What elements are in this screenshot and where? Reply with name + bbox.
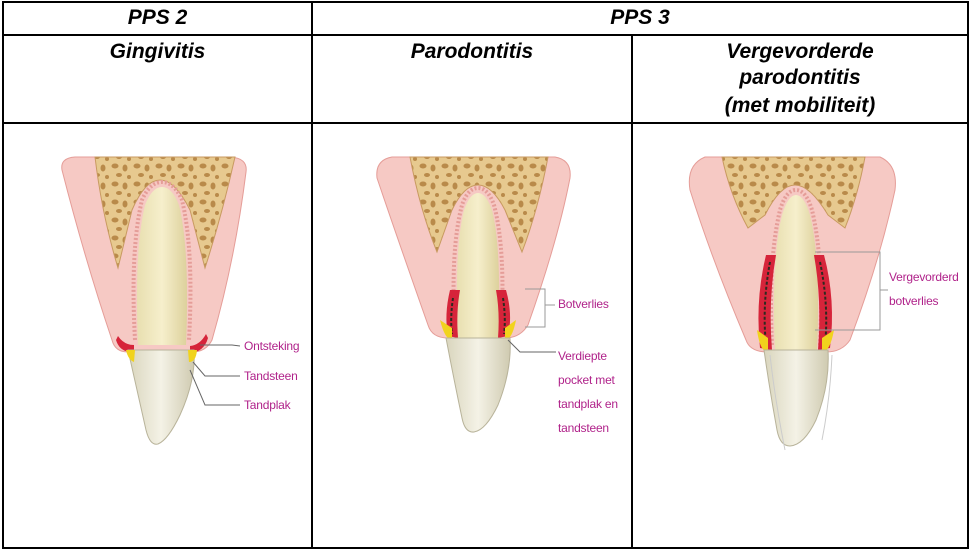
label-tandplak: Tandplak: [244, 398, 291, 412]
table-border-right: [967, 1, 969, 549]
gingivitis-tooth: [61, 156, 247, 445]
label-pocket-line1: Verdiepte: [558, 349, 607, 363]
table-border-top: [2, 1, 969, 3]
advanced-parodontitis-tooth: [688, 156, 896, 451]
table-border-bottom: [2, 547, 969, 549]
label-pocket-line4: tandsteen: [558, 421, 609, 435]
column-divider-1: [311, 1, 313, 549]
header-pps2: PPS 2: [127, 6, 188, 29]
header-advanced-line2: parodontitis: [739, 66, 861, 89]
header-advanced-line3: (met mobiliteit): [724, 94, 876, 117]
header-pps3: PPS 3: [610, 6, 670, 29]
label-botverlies: Botverlies: [558, 297, 609, 311]
header-gingivitis: Gingivitis: [109, 40, 206, 63]
header-parodontitis: Parodontitis: [410, 40, 534, 63]
label-tandsteen: Tandsteen: [244, 369, 298, 383]
label-pocket-line3: tandplak en: [558, 397, 618, 411]
label-advanced-line2: botverlies: [889, 294, 939, 308]
header-advanced-line1: Vergevorderde: [726, 40, 874, 63]
label-ontsteking: Ontsteking: [244, 339, 300, 353]
table-border-left: [2, 1, 4, 549]
label-pocket-line2: pocket met: [558, 373, 615, 387]
column-divider-2: [631, 34, 633, 549]
subheader-divider: [2, 122, 969, 124]
parodontitis-tooth: [376, 156, 571, 433]
header-divider: [2, 34, 969, 36]
label-advanced-line1: Vergevorderd: [889, 270, 959, 284]
